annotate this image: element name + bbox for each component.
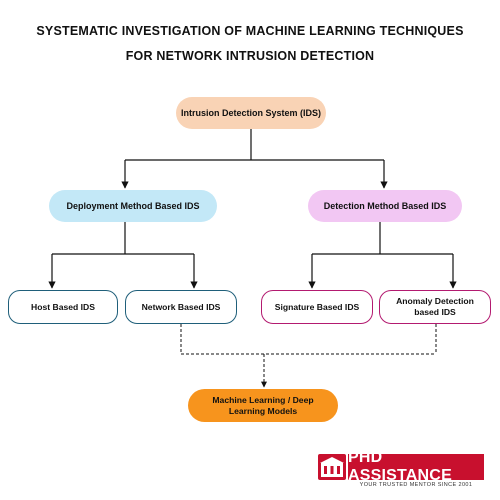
node-intrusion-detection-system: Intrusion Detection System (IDS) <box>176 97 326 129</box>
node-anomaly-detection-ids: Anomaly Detection based IDS <box>379 290 491 324</box>
phd-assistance-logo: PHD ASSISTANCE YOUR TRUSTED MENTOR SINCE… <box>318 449 484 492</box>
diagram-title-line-2: FOR NETWORK INTRUSION DETECTION <box>125 49 375 63</box>
node-deployment-method: Deployment Method Based IDS <box>49 190 217 222</box>
node-ml-dl-models: Machine Learning / Deep Learning Models <box>188 389 338 422</box>
logo-tagline: YOUR TRUSTED MENTOR SINCE 2001 <box>359 482 473 488</box>
diagram-title-line-1: SYSTEMATIC INVESTIGATION OF MACHINE LEAR… <box>36 24 464 38</box>
node-host-based-ids: Host Based IDS <box>8 290 118 324</box>
logo-building-icon <box>318 454 346 480</box>
node-detection-method: Detection Method Based IDS <box>308 190 462 222</box>
node-network-based-ids: Network Based IDS <box>125 290 237 324</box>
logo-name: PHD ASSISTANCE <box>348 449 484 484</box>
node-signature-based-ids: Signature Based IDS <box>261 290 373 324</box>
